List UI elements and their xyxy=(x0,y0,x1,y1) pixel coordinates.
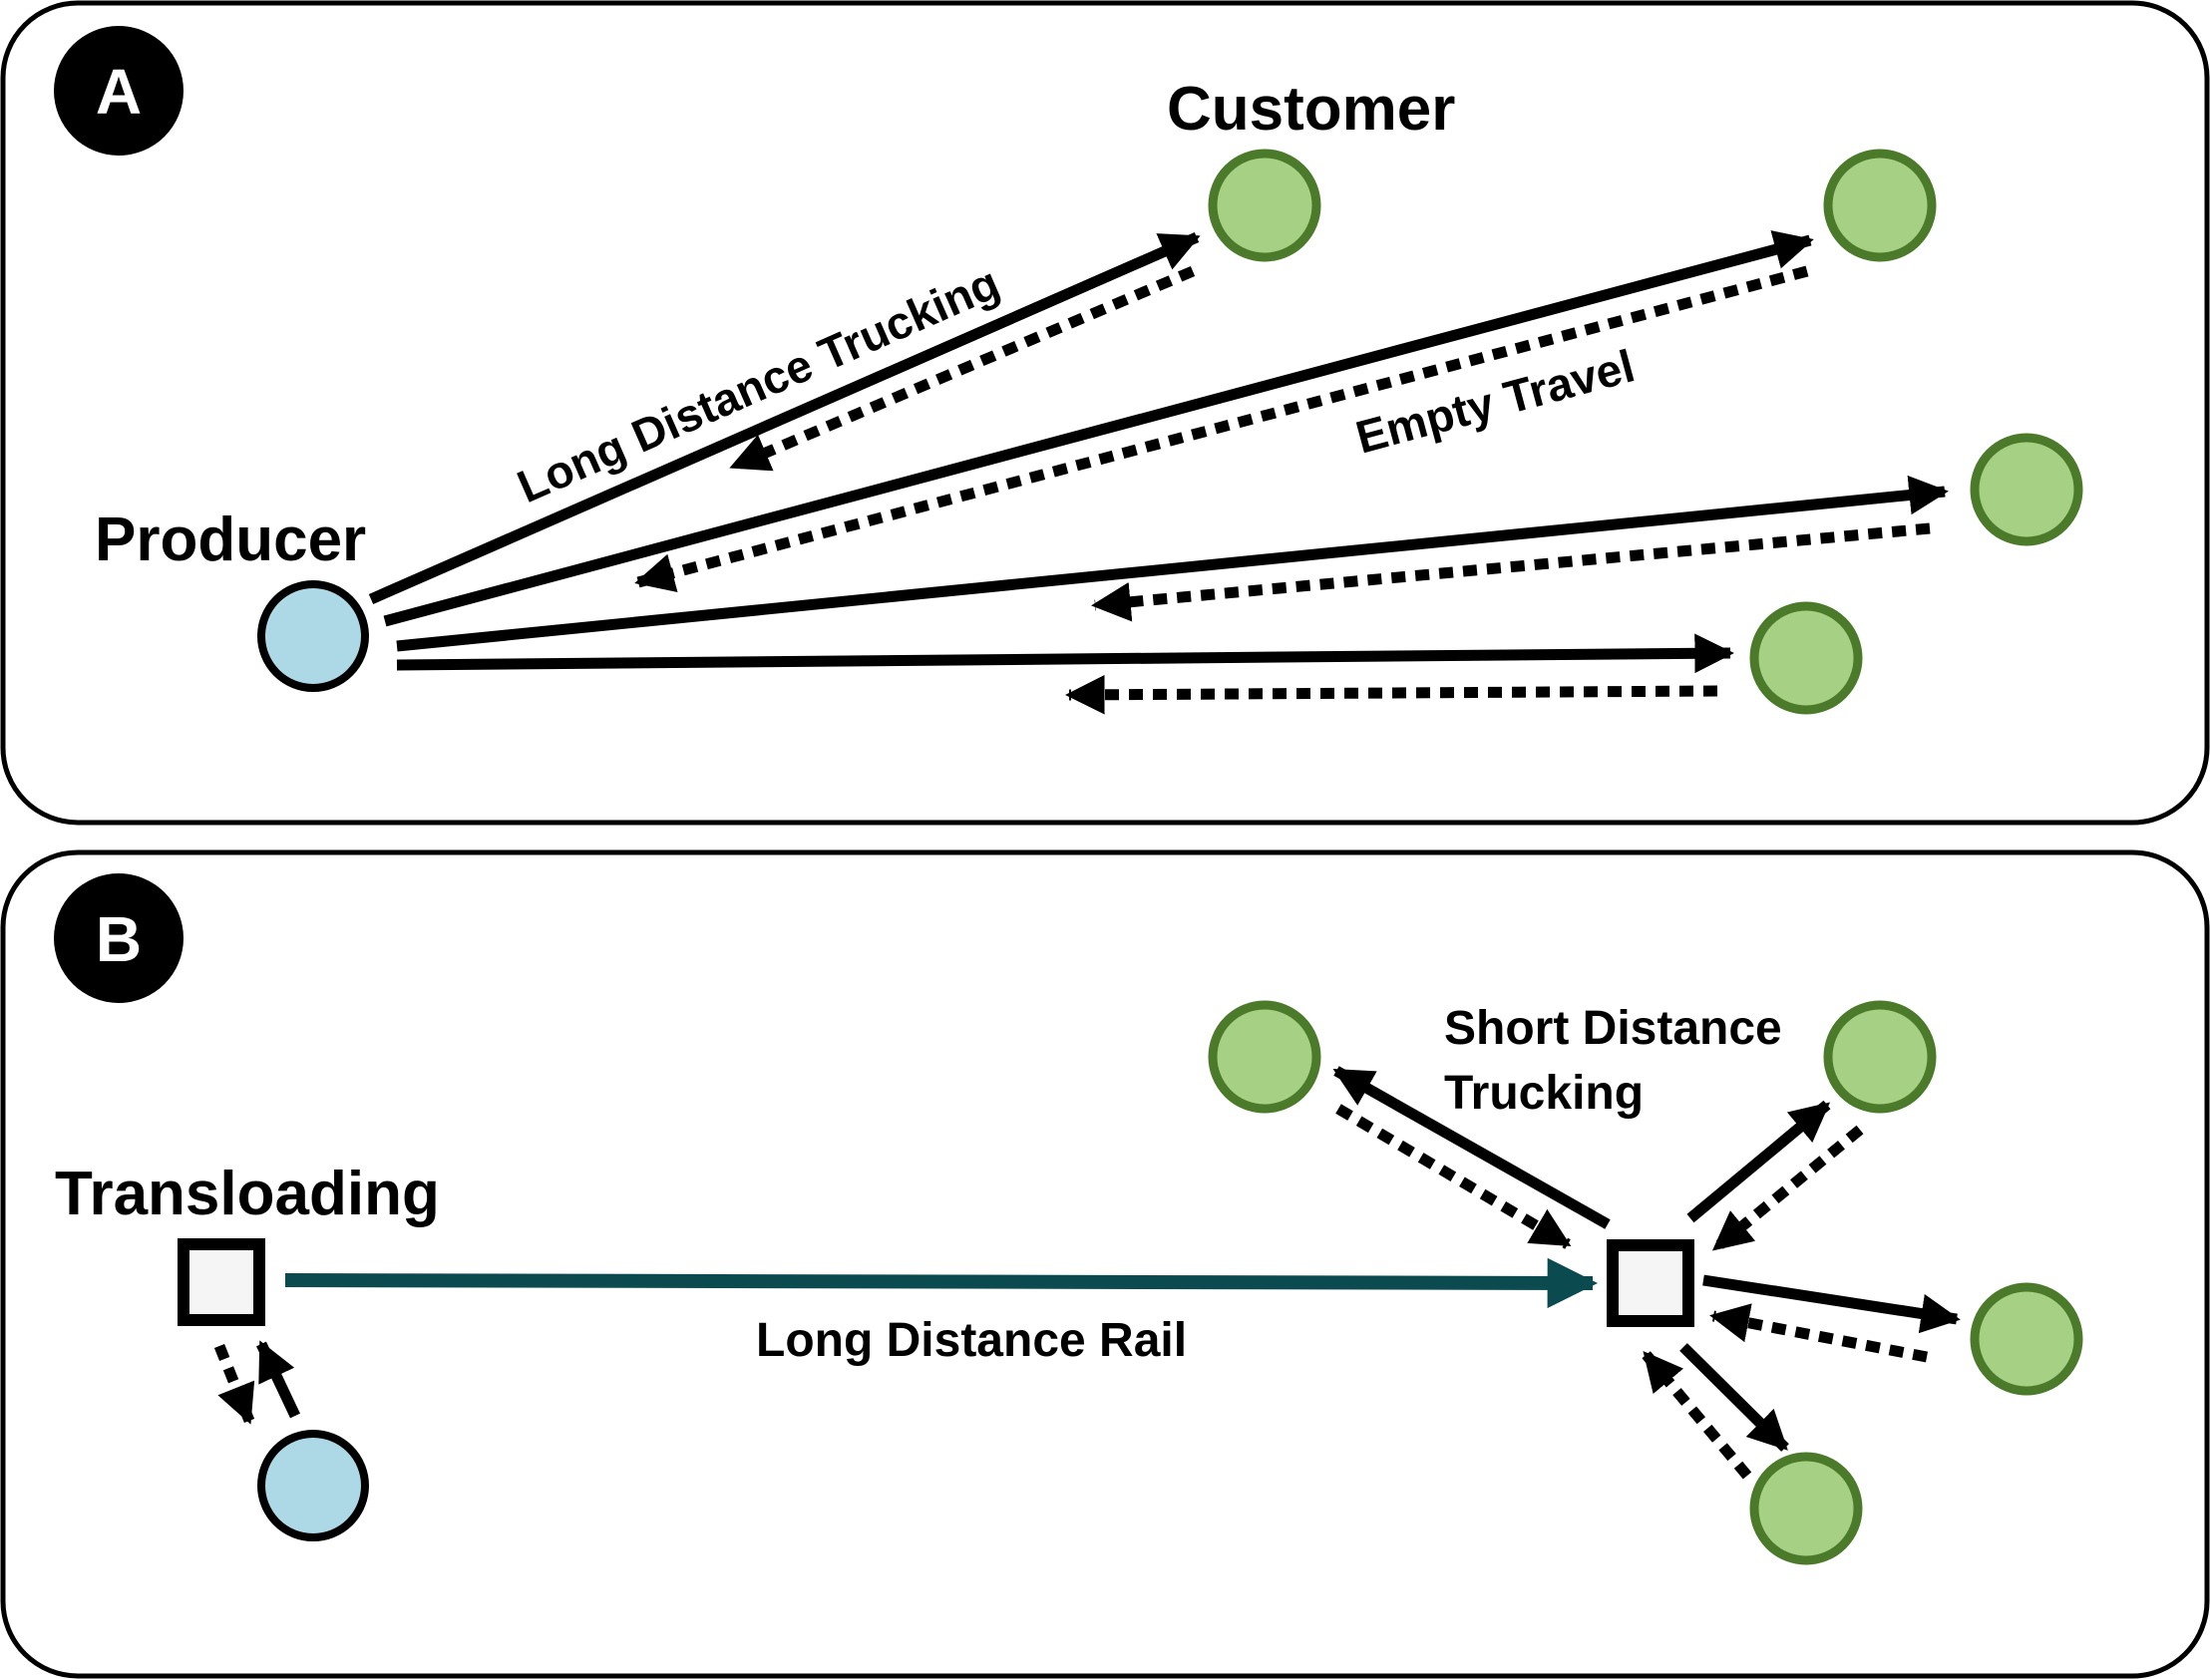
customer-label: Customer xyxy=(1167,75,1455,144)
producer-node-b xyxy=(257,1430,369,1541)
panel-a: A Customer Producer Long Distance Trucki… xyxy=(0,0,2210,826)
short-route-3 xyxy=(1702,1274,1961,1334)
short-trucking-label-line1: Short Distance xyxy=(1444,1002,1782,1055)
producer-to-transload-route xyxy=(256,1340,300,1419)
empty-return-3 xyxy=(1091,522,1931,622)
empty-return-1 xyxy=(729,265,1196,473)
panel-a-badge xyxy=(54,26,184,156)
short-trucking-label-line2: Trucking xyxy=(1444,1067,1644,1120)
customer-node-b1 xyxy=(1208,1000,1321,1114)
empty-return-2 xyxy=(634,265,1809,592)
customer-node-2 xyxy=(1823,149,1937,262)
customer-node-3 xyxy=(1970,433,2083,546)
short-route-4 xyxy=(1679,1343,1789,1452)
panel-b-letter: B xyxy=(96,903,142,975)
panel-a-letter: A xyxy=(96,56,142,128)
rail-route xyxy=(284,1257,1599,1309)
customer-node-b3 xyxy=(1970,1282,2083,1396)
short-route-2 xyxy=(1686,1100,1831,1223)
panel-b-frame xyxy=(0,849,2210,1679)
trucking-route-1 xyxy=(368,231,1201,605)
short-return-2 xyxy=(1711,1125,1864,1253)
customer-node-4 xyxy=(1749,601,1863,715)
trucking-route-2 xyxy=(383,230,1814,627)
transload-to-producer-empty xyxy=(213,1343,255,1425)
producer-label: Producer xyxy=(95,505,366,574)
customer-node-b2 xyxy=(1823,1000,1937,1114)
transloading-hub-destination xyxy=(1607,1239,1694,1327)
transloading-hub-origin xyxy=(178,1238,265,1326)
trucking-route-3 xyxy=(396,475,1949,652)
transloading-label: Transloading xyxy=(55,1160,440,1228)
empty-return-4 xyxy=(1065,674,1718,715)
producer-node xyxy=(257,580,369,692)
panel-a-frame xyxy=(0,0,2210,826)
customer-node-b4 xyxy=(1749,1452,1863,1565)
short-return-3 xyxy=(1709,1303,1929,1363)
trucking-route-4 xyxy=(396,633,1734,674)
customer-node-1 xyxy=(1208,149,1321,262)
short-return-4 xyxy=(1641,1350,1752,1480)
panel-b: B Transloading Short Distance Trucking L… xyxy=(0,849,2210,1679)
panel-b-badge xyxy=(54,873,184,1003)
short-route-1 xyxy=(1332,1066,1611,1229)
short-return-1 xyxy=(1335,1104,1572,1249)
rail-label: Long Distance Rail xyxy=(756,1314,1187,1367)
